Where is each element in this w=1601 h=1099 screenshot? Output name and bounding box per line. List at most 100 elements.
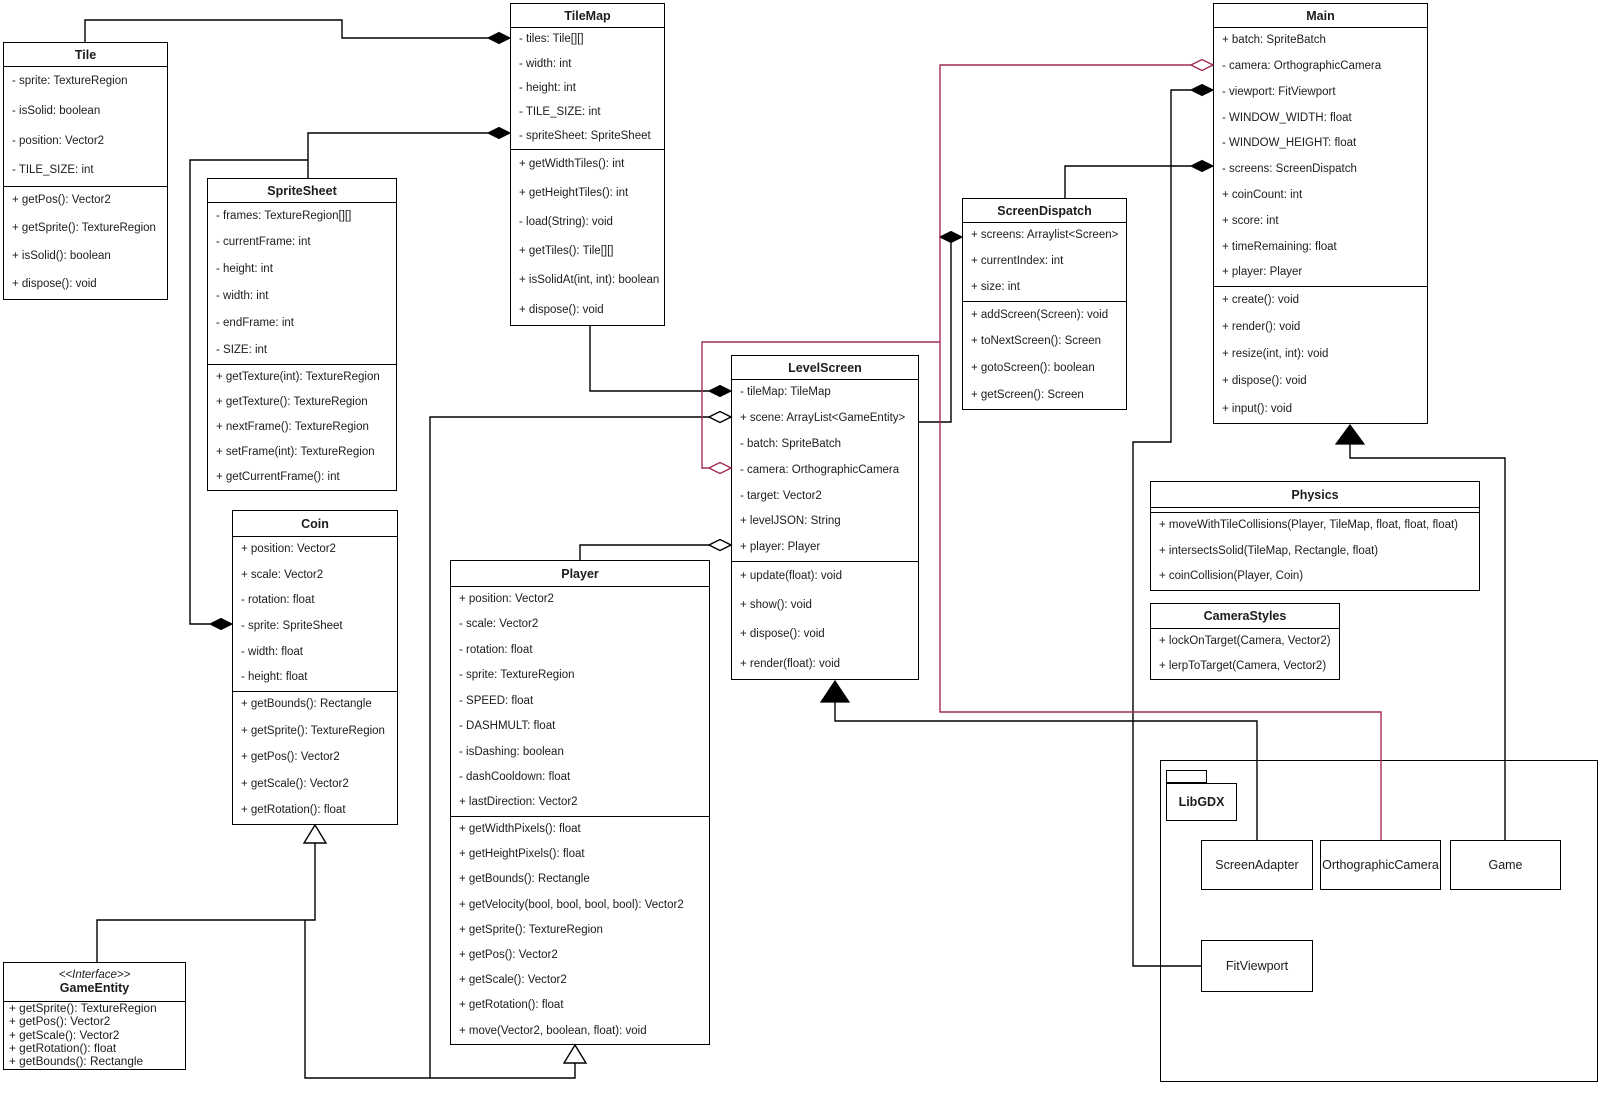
member-row: - height: int (519, 81, 576, 94)
member-row: - rotation: float (459, 643, 533, 656)
package-libgdx-tab (1166, 770, 1207, 783)
member-row: - height: float (241, 671, 308, 684)
member-row: + player: Player (740, 541, 821, 554)
member-row: + currentIndex: int (971, 255, 1064, 268)
edge-spritesheet-tilemap[interactable] (307, 132, 488, 178)
member-row: - endFrame: int (216, 316, 294, 329)
member-row: - camera: OrthographicCamera (1222, 59, 1382, 72)
member-row: + coinCount: int (1222, 188, 1303, 201)
member-row: + getTexture(): TextureRegion (216, 395, 368, 408)
class-game[interactable]: Game (1450, 840, 1561, 890)
member-row: - position: Vector2 (12, 134, 105, 147)
tilemap-methods: + getWidthTiles(): int+ getHeightTiles()… (511, 149, 664, 325)
class-screenadapter[interactable]: ScreenAdapter (1201, 840, 1313, 890)
class-title-tile: Tile (74, 47, 97, 62)
class-main[interactable]: Main + batch: SpriteBatch- camera: Ortho… (1213, 3, 1428, 424)
member-row: - width: int (216, 290, 269, 303)
member-row: + render(): void (1222, 321, 1301, 334)
class-orthographiccamera[interactable]: OrthographicCamera (1320, 840, 1441, 890)
physics-methods: + moveWithTileCollisions(Player, TileMap… (1151, 512, 1479, 590)
class-fitviewport[interactable]: FitViewport (1201, 940, 1313, 992)
member-row: + getVelocity(bool, bool, bool, bool): V… (459, 898, 684, 911)
class-spritesheet[interactable]: SpriteSheet - frames: TextureRegion[][]-… (207, 178, 397, 491)
member-row: + lockOnTarget(Camera, Vector2) (1159, 634, 1331, 647)
class-title-physics: Physics (1291, 487, 1339, 502)
aggregation-diamond-levelscreen-player (707, 538, 733, 552)
class-camerastyles[interactable]: CameraStyles + lockOnTarget(Camera, Vect… (1150, 603, 1340, 680)
edge-coin-gameentity[interactable] (96, 843, 316, 962)
member-row: - DASHMULT: float (459, 720, 556, 733)
player-attributes: + position: Vector2- scale: Vector2- rot… (451, 586, 709, 816)
edge-tile-tilemap[interactable] (84, 19, 488, 42)
class-tile[interactable]: Tile - sprite: TextureRegion- isSolid: b… (3, 42, 168, 300)
member-row: + moveWithTileCollisions(Player, TileMap… (1159, 519, 1459, 532)
interface-stereotype: <<Interface>> (58, 969, 131, 981)
member-row: + getPos(): Vector2 (9, 1014, 111, 1029)
levelscreen-attributes: - tileMap: TileMap+ scene: ArrayList<Gam… (732, 379, 918, 561)
member-row: + addScreen(Screen): void (971, 308, 1109, 321)
member-row: + getCurrentFrame(): int (216, 470, 340, 483)
member-row: + getScale(): Vector2 (241, 777, 349, 790)
member-row: + levelJSON: String (740, 515, 841, 528)
member-row: - sprite: SpriteSheet (241, 620, 343, 633)
member-row: + isSolidAt(int, int): boolean (519, 274, 660, 287)
interface-name: GameEntity (59, 981, 130, 995)
member-row: + getScreen(): Screen (971, 388, 1084, 401)
edge-tilemap-levelscreen[interactable] (589, 326, 709, 392)
member-row: - sprite: TextureRegion (459, 669, 575, 682)
class-player[interactable]: Player + position: Vector2- scale: Vecto… (450, 560, 710, 1045)
member-row: + render(float): void (740, 657, 841, 670)
member-row: + getPos(): Vector2 (241, 751, 340, 764)
edge-levelscreen-screendispatch[interactable] (919, 237, 952, 423)
member-row: - rotation: float (241, 594, 315, 607)
player-methods: + getWidthPixels(): float+ getHeightPixe… (451, 816, 709, 1044)
edge-screendispatch-main[interactable] (1064, 165, 1191, 198)
member-row: + intersectsSolid(TileMap, Rectangle, fl… (1159, 544, 1379, 557)
composition-diamond-coin-sprite (208, 617, 234, 631)
member-row: - tileMap: TileMap (740, 386, 831, 399)
gameentity-methods: + getSprite(): TextureRegion+ getPos(): … (4, 1001, 185, 1069)
member-row: - isSolid: boolean (12, 104, 101, 117)
member-row: + score: int (1222, 214, 1279, 227)
class-coin[interactable]: Coin + position: Vector2+ scale: Vector2… (232, 510, 398, 825)
member-row: + getRotation(): float (459, 999, 564, 1012)
edge-player-levelscreen[interactable] (579, 544, 709, 560)
member-row: - TILE_SIZE: int (12, 164, 94, 177)
camerastyles-methods: + lockOnTarget(Camera, Vector2)+ lerpToT… (1151, 628, 1339, 679)
member-row: + getRotation(): float (9, 1040, 117, 1055)
member-row: - camera: OrthographicCamera (740, 463, 900, 476)
member-row: + getWidthPixels(): float (459, 822, 581, 835)
class-title-gameentity: <<Interface>> GameEntity (4, 963, 185, 1001)
class-title-main: Main (1306, 8, 1335, 23)
class-physics[interactable]: Physics + moveWithTileCollisions(Player,… (1150, 481, 1480, 591)
member-row: - SIZE: int (216, 343, 268, 356)
member-row: + getScale(): Vector2 (9, 1027, 120, 1042)
levelscreen-methods: + update(float): void+ show(): void+ dis… (732, 561, 918, 679)
member-row: - tiles: Tile[][] (519, 33, 584, 46)
member-row: - height: int (216, 263, 273, 276)
main-attributes: + batch: SpriteBatch- camera: Orthograph… (1214, 27, 1427, 286)
member-row: + position: Vector2 (241, 543, 336, 556)
member-row: + getTiles(): Tile[][] (519, 245, 614, 258)
tile-methods: + getPos(): Vector2+ getSprite(): Textur… (4, 186, 167, 299)
class-tilemap[interactable]: TileMap - tiles: Tile[][]- width: int- h… (510, 3, 665, 326)
class-title-tilemap: TileMap (564, 8, 611, 23)
member-row: - load(String): void (519, 216, 613, 229)
class-title-coin: Coin (301, 516, 329, 531)
member-row: + gotoScreen(): boolean (971, 362, 1095, 375)
member-row: + screens: Arraylist<Screen> (971, 229, 1119, 242)
member-row: + toNextScreen(): Screen (971, 335, 1102, 348)
class-screendispatch[interactable]: ScreenDispatch + screens: Arraylist<Scre… (962, 198, 1127, 410)
member-row: + getBounds(): Rectangle (459, 873, 590, 886)
member-row: - spriteSheet: SpriteSheet (519, 130, 651, 143)
aggregation-diamond-levelscreen-scene (707, 410, 733, 424)
package-libgdx-label[interactable]: LibGDX (1166, 783, 1237, 821)
class-title-levelscreen: LevelScreen (788, 360, 862, 375)
interface-gameentity[interactable]: <<Interface>> GameEntity + getSprite(): … (3, 962, 186, 1070)
member-row: + getRotation(): float (241, 804, 346, 816)
class-levelscreen[interactable]: LevelScreen - tileMap: TileMap+ scene: A… (731, 355, 919, 680)
composition-diamond-tilemap-tiles (486, 31, 512, 45)
member-row: + getWidthTiles(): int (519, 157, 625, 170)
member-row: + getPos(): Vector2 (459, 948, 558, 961)
